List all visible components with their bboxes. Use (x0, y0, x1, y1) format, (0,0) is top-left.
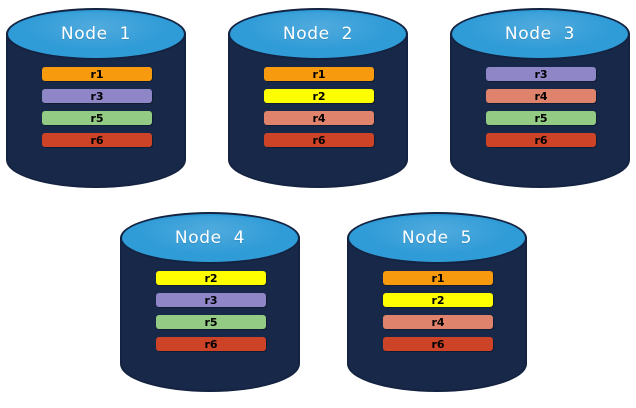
replica-bar[interactable]: r5 (486, 111, 596, 125)
replica-bar[interactable]: r4 (486, 89, 596, 103)
replica-bar[interactable]: r6 (486, 133, 596, 147)
replica-label: r1 (431, 271, 445, 285)
replica-label: r6 (204, 337, 218, 351)
replica-bar[interactable]: r6 (383, 337, 493, 351)
replica-label: r2 (431, 293, 445, 307)
replica-label: r5 (534, 111, 548, 125)
replica-label: r1 (90, 67, 104, 81)
replica-list: r1 r3 r5 r6 (42, 67, 152, 147)
replica-bar[interactable]: r4 (383, 315, 493, 329)
cylinder-top-ellipse (6, 8, 186, 60)
replica-label: r3 (90, 89, 104, 103)
node-label: Node 2 (282, 24, 354, 44)
replica-label: r2 (312, 89, 326, 103)
replica-bar[interactable]: r6 (42, 133, 152, 147)
replica-list: r1 r2 r4 r6 (264, 67, 374, 147)
replica-label: r3 (534, 67, 548, 81)
node-label: Node 3 (504, 24, 576, 44)
replica-bar[interactable]: r1 (383, 271, 493, 285)
database-node-3[interactable]: Node 3 r3 r4 r5 r6 (450, 8, 630, 188)
database-node-5[interactable]: Node 5 r1 r2 r4 r6 (347, 212, 527, 392)
replica-bar[interactable]: r5 (156, 315, 266, 329)
replica-bar[interactable]: r2 (156, 271, 266, 285)
replica-label: r4 (534, 89, 548, 103)
replica-bar[interactable]: r5 (42, 111, 152, 125)
replica-list: r1 r2 r4 r6 (383, 271, 493, 351)
replica-label: r2 (204, 271, 218, 285)
replica-label: r5 (204, 315, 218, 329)
replica-label: r6 (534, 133, 548, 147)
replica-bar[interactable]: r2 (264, 89, 374, 103)
cylinder-top-ellipse (228, 8, 408, 60)
database-node-2[interactable]: Node 2 r1 r2 r4 r6 (228, 8, 408, 188)
replica-label: r3 (204, 293, 218, 307)
replica-bar[interactable]: r1 (264, 67, 374, 81)
replica-label: r6 (90, 133, 104, 147)
replica-bar[interactable]: r2 (383, 293, 493, 307)
replica-label: r4 (431, 315, 445, 329)
replica-label: r4 (312, 111, 326, 125)
database-node-4[interactable]: Node 4 r2 r3 r5 r6 (120, 212, 300, 392)
replica-label: r1 (312, 67, 326, 81)
replica-bar[interactable]: r6 (156, 337, 266, 351)
replica-label: r6 (431, 337, 445, 351)
replica-list: r2 r3 r5 r6 (156, 271, 266, 351)
replica-bar[interactable]: r3 (486, 67, 596, 81)
replica-list: r3 r4 r5 r6 (486, 67, 596, 147)
replica-bar[interactable]: r3 (42, 89, 152, 103)
replica-bar[interactable]: r6 (264, 133, 374, 147)
replica-bar[interactable]: r1 (42, 67, 152, 81)
replica-label: r5 (90, 111, 104, 125)
replica-bar[interactable]: r4 (264, 111, 374, 125)
cylinder-top-ellipse (347, 212, 527, 264)
cylinder-top-ellipse (450, 8, 630, 60)
node-label: Node 5 (401, 228, 473, 248)
cylinder-top-ellipse (120, 212, 300, 264)
replica-label: r6 (312, 133, 326, 147)
node-label: Node 4 (174, 228, 246, 248)
database-node-1[interactable]: Node 1 r1 r3 r5 r6 (6, 8, 186, 188)
node-label: Node 1 (60, 24, 132, 44)
replica-bar[interactable]: r3 (156, 293, 266, 307)
